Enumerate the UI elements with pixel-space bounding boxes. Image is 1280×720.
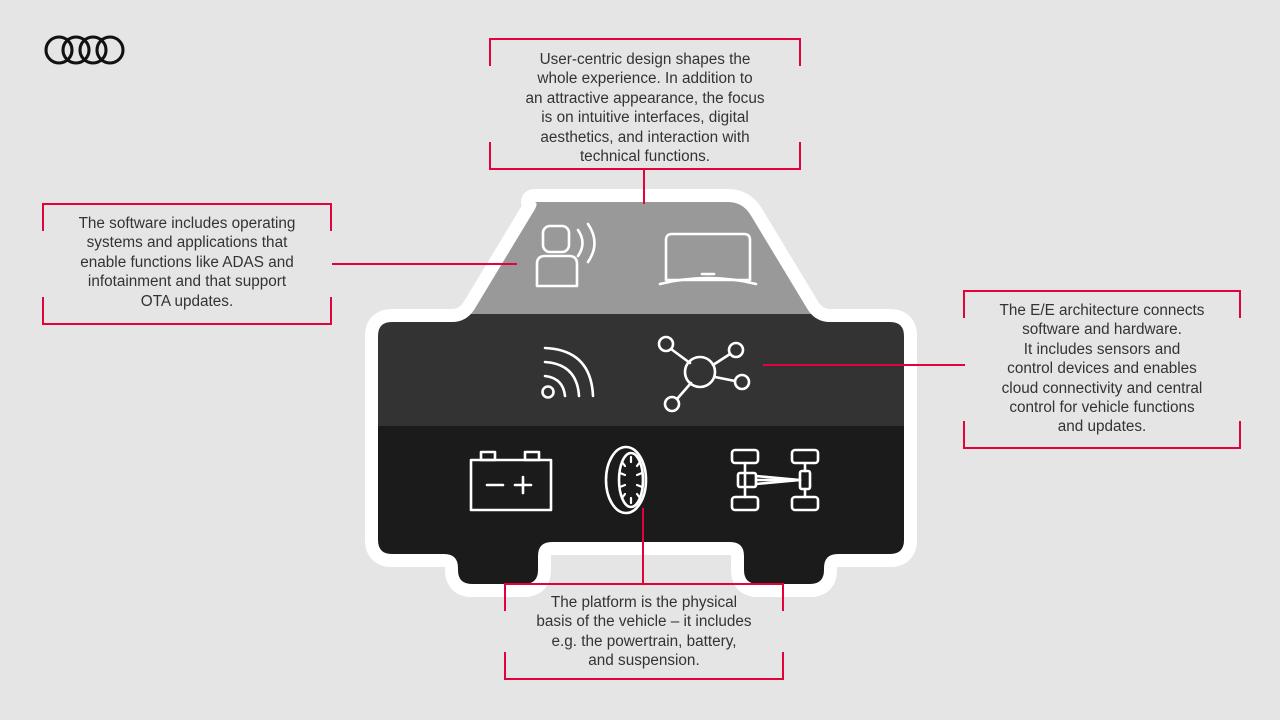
callout-text-platform: The platform is the physical basis of th… bbox=[536, 594, 752, 670]
connector-platform bbox=[642, 508, 644, 584]
dashboard-display-icon bbox=[658, 232, 758, 286]
design-band bbox=[378, 202, 904, 314]
connector-software bbox=[332, 263, 517, 265]
frame-rule-bottom bbox=[504, 678, 784, 680]
frame-rule-bottom bbox=[42, 323, 332, 325]
network-hub-icon bbox=[657, 335, 751, 413]
platform-band bbox=[378, 426, 904, 584]
vehicle-diagram bbox=[338, 188, 944, 600]
ee-architecture-band bbox=[378, 314, 904, 426]
callout-software: The software includes operating systems … bbox=[42, 203, 332, 325]
audi-four-rings-logo bbox=[44, 33, 144, 67]
wireless-connectivity-icon bbox=[541, 346, 595, 399]
connector-design bbox=[643, 170, 645, 204]
callout-ee-architecture: The E/E architecture connects software a… bbox=[963, 290, 1241, 449]
connector-ee bbox=[763, 364, 965, 366]
callout-text-software: The software includes operating systems … bbox=[78, 215, 296, 310]
chassis-drivetrain-icon bbox=[730, 448, 820, 512]
frame-rule-bottom bbox=[489, 168, 801, 170]
callout-platform: The platform is the physical basis of th… bbox=[504, 583, 784, 680]
tire-icon bbox=[604, 445, 648, 515]
callout-text-design: User-centric design shapes the whole exp… bbox=[525, 51, 765, 166]
battery-icon bbox=[469, 450, 553, 512]
callout-design: User-centric design shapes the whole exp… bbox=[489, 38, 801, 170]
frame-rule-bottom bbox=[963, 447, 1241, 449]
callout-text-ee: The E/E architecture connects software a… bbox=[999, 302, 1205, 436]
user-voice-interaction-icon bbox=[535, 222, 596, 288]
